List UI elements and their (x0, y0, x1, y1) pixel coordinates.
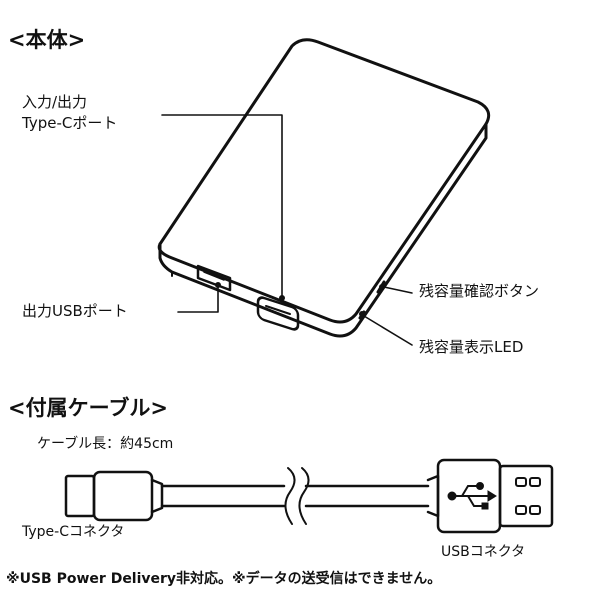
typec-plug-head (64, 474, 96, 518)
usb-output-port-icon (196, 264, 232, 292)
body-section-heading: <本体> (8, 28, 86, 52)
usb-trident-icon (447, 482, 497, 510)
usb-plug-head (498, 464, 554, 528)
leader-typec (161, 114, 283, 297)
usb-pin-4 (529, 505, 541, 515)
typec-plug-body (92, 470, 154, 522)
usb-pin-2 (529, 477, 541, 487)
typec-strain-relief (150, 478, 164, 514)
usb-pin-1 (515, 477, 527, 487)
leader-button (383, 286, 413, 294)
led-indicator-label: 残容量表示LED (419, 338, 524, 356)
port-usb-out-label: 出力USBポート (22, 302, 128, 320)
port-io-label-line2: Type-Cポート (22, 114, 118, 132)
footer-note: ※USB Power Delivery非対応。※データの送受信はできません。 (6, 571, 442, 587)
leader-button-dot (378, 283, 385, 290)
leader-usb-dot (215, 281, 222, 288)
power-bank-device (157, 38, 491, 338)
leader-usb-out (177, 285, 219, 313)
cable-break-mark (284, 467, 296, 525)
cable-illustration (64, 458, 554, 534)
leader-led-dot (358, 310, 365, 317)
button-check-label: 残容量確認ボタン (419, 282, 540, 300)
leader-lines (161, 114, 413, 346)
usb-strain-relief (426, 474, 440, 518)
usb-connector-label: USBコネクタ (441, 544, 526, 560)
usb-pin-3 (515, 505, 527, 515)
leader-typec-dot (278, 294, 285, 301)
leader-led (363, 315, 413, 346)
typec-port-icon (256, 296, 300, 331)
cable-length-label: ケーブル長：約45cm (37, 436, 174, 452)
port-io-label-line1: 入力/出力 (22, 93, 88, 111)
typec-connector-label: Type-Cコネクタ (22, 524, 125, 540)
accessory-section-heading: <付属ケーブル> (8, 396, 168, 420)
